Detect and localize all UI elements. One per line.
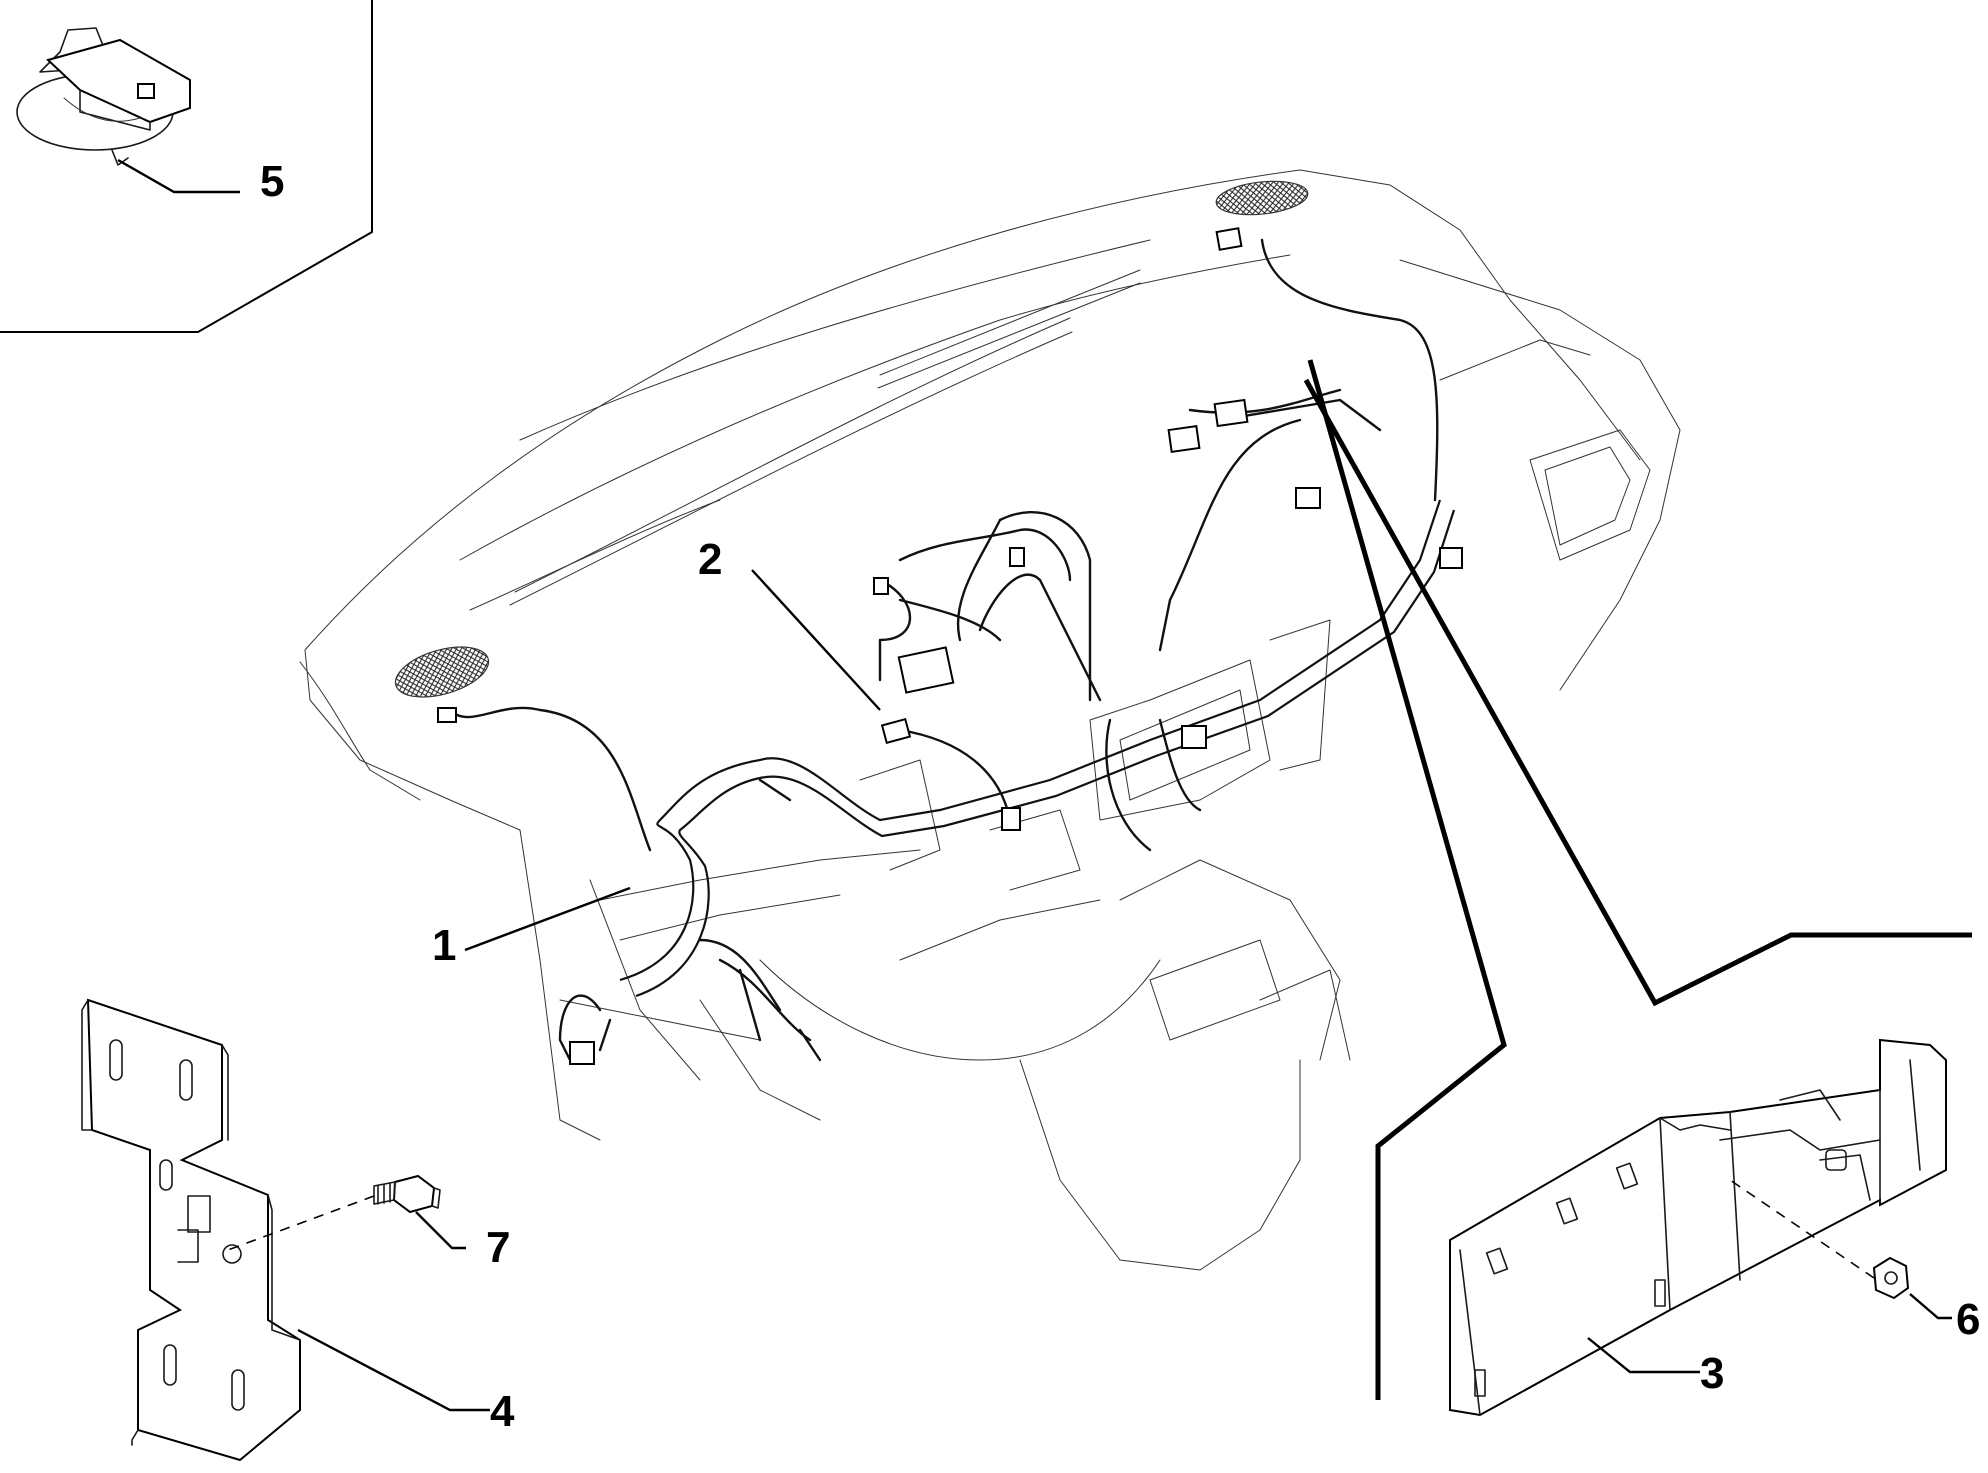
callout-4: 4 — [490, 1387, 515, 1436]
screw-axis-dashed — [227, 1195, 375, 1251]
callout-5: 5 — [260, 157, 284, 206]
support-bracket-part-3 — [1449, 1038, 1947, 1417]
inset-frame-part-5 — [0, 0, 373, 333]
callout-3: 3 — [1700, 1349, 1724, 1398]
leader-line-4 — [297, 1328, 490, 1412]
nut-axis-dashed — [1729, 1179, 1875, 1279]
nut-part-6 — [1872, 1256, 1910, 1300]
callout-1: 1 — [432, 921, 456, 970]
leader-line-1 — [464, 886, 631, 952]
callout-6: 6 — [1956, 1295, 1980, 1344]
leader-line-6 — [1909, 1293, 1952, 1320]
screw-part-7 — [373, 1174, 441, 1214]
detail-frame-part-3 — [1303, 359, 1972, 1400]
callout-2: 2 — [698, 535, 722, 584]
leader-line-5 — [117, 158, 240, 194]
harness-connectors — [437, 227, 1463, 1065]
speaker-grille-left — [394, 646, 490, 698]
leader-line-2 — [751, 569, 881, 711]
speaker-grille-right — [1215, 180, 1309, 216]
leader-line-3 — [1587, 1337, 1700, 1374]
leader-line-7 — [415, 1211, 466, 1250]
wiring-harness — [448, 238, 1456, 1062]
dashboard-panel — [299, 169, 1681, 1271]
mounting-bracket-part-4 — [81, 998, 301, 1462]
retaining-clip-part-5 — [16, 27, 191, 166]
callout-7: 7 — [486, 1223, 510, 1272]
leader-lines — [117, 158, 1952, 1412]
callout-labels: 1 2 3 4 5 6 7 — [260, 157, 1980, 1436]
